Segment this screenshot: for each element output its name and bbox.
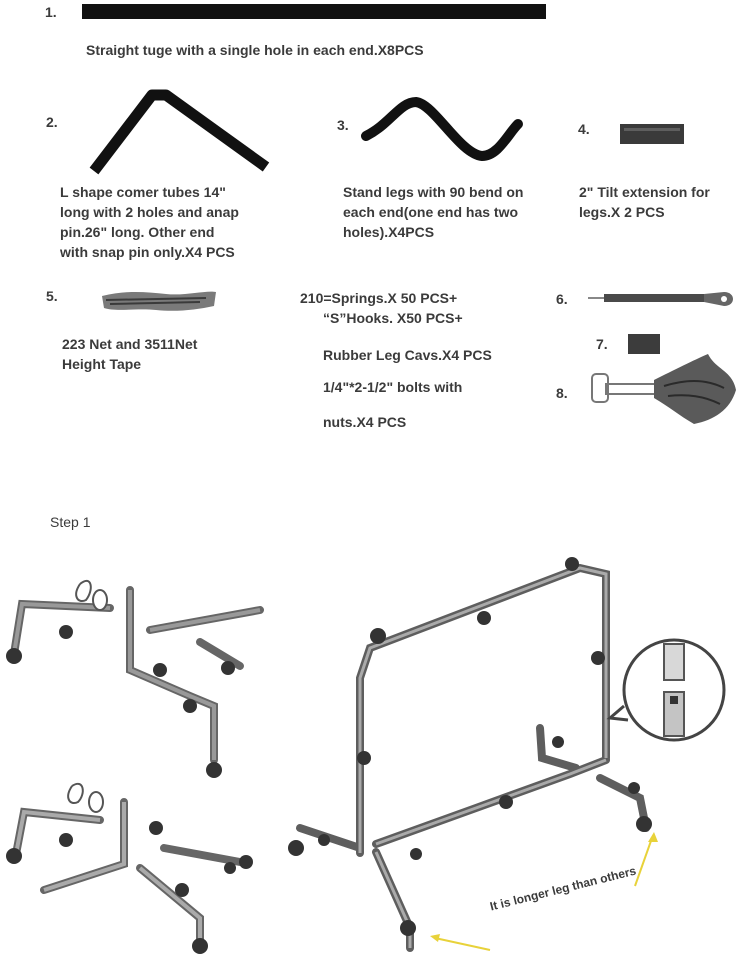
part-7-number: 7. <box>596 336 608 352</box>
part-7-s-hook-image <box>628 334 660 354</box>
part-5-net-image <box>102 291 216 311</box>
part-4-number: 4. <box>578 121 590 137</box>
step-1-leg-assembly-diagram-top <box>6 579 264 778</box>
part-2-line-1: L shape comer tubes 14" <box>60 184 226 200</box>
part-3-line-2: each end(one end has two <box>343 204 519 220</box>
part-3-line-1: Stand legs with 90 bend on <box>343 184 524 200</box>
part-8-bolt-and-cap-image <box>591 354 736 424</box>
part-8-number: 8. <box>556 385 568 401</box>
part-2-l-shape-tube-image <box>89 89 270 175</box>
hardware-line-3: Rubber Leg Cavs.X4 PCS <box>323 347 492 363</box>
step-1-frame-assembly-diagram <box>288 557 658 952</box>
hardware-line-4: 1/4"*2-1/2" bolts with <box>323 379 463 395</box>
part-1-straight-tube-image <box>82 4 546 19</box>
step-1-label: Step 1 <box>50 514 91 530</box>
part-2-line-3: pin.26" long. Other end <box>60 224 215 240</box>
part-3-number: 3. <box>337 117 349 133</box>
part-6-spring-image <box>588 292 733 306</box>
part-4-line-2: legs.X 2 PCS <box>579 204 665 220</box>
part-5-number: 5. <box>46 288 58 304</box>
part-4-line-1: 2" Tilt extension for <box>579 184 710 200</box>
part-4-tilt-extension-image <box>620 124 684 144</box>
part-1-number: 1. <box>45 4 57 20</box>
part-2-line-2: long with 2 holes and anap <box>60 204 239 220</box>
part-2-number: 2. <box>46 114 58 130</box>
part-2-line-4: with snap pin only.X4 PCS <box>60 244 235 260</box>
part-6-number: 6. <box>556 291 568 307</box>
leg-detail-callout <box>606 638 726 742</box>
part-1-description: Straight tuge with a single hole in each… <box>86 42 424 58</box>
part-3-line-3: holes).X4PCS <box>343 224 435 240</box>
part-3-stand-leg-image <box>361 96 523 162</box>
hardware-line-2: “S”Hooks. X50 PCS+ <box>323 310 463 326</box>
hardware-line-5: nuts.X4 PCS <box>323 414 407 430</box>
part-5-line-1: 223 Net and 3511Net <box>62 336 198 352</box>
part-5-line-2: Height Tape <box>62 356 142 372</box>
step-1-leg-assembly-diagram-bottom <box>6 783 253 954</box>
hardware-line-1: 210=Springs.X 50 PCS+ <box>300 290 458 306</box>
